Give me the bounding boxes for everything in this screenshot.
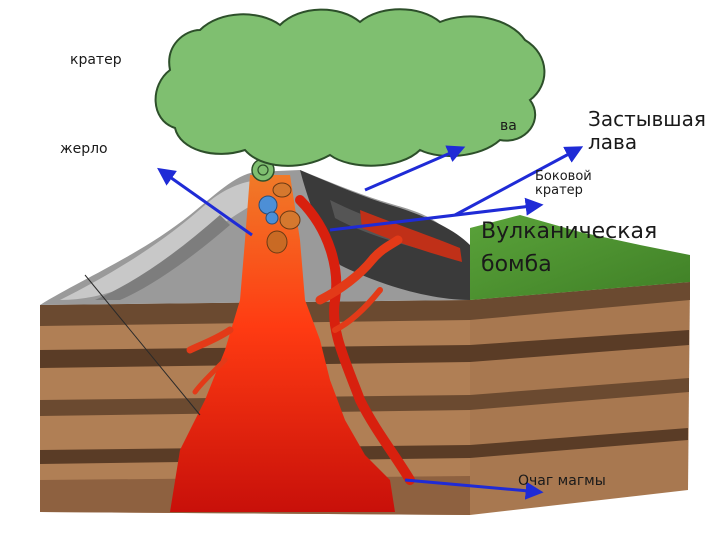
block-right-face	[470, 282, 690, 515]
label-magma-chamber: Очаг магмы	[518, 473, 606, 489]
section-leader-line	[84, 274, 201, 416]
label-volcanic-bomb-line1: Вулканическая	[481, 219, 658, 244]
label-solidified-lava-line2: лава	[588, 130, 638, 154]
label-partial-lava: ва	[500, 118, 517, 134]
label-side-crater-line1: Боковой	[535, 169, 592, 184]
grass-surface	[470, 215, 690, 300]
eruption-cloud	[154, 8, 546, 167]
label-arrows	[157, 145, 584, 500]
arrow-vent	[157, 167, 253, 237]
label-volcanic-bomb-line2: бомба	[481, 252, 552, 277]
label-side-crater-line2: кратер	[535, 183, 583, 199]
label-solidified-lava-line1: Застывшая	[588, 107, 706, 131]
arrow-partial-lava	[364, 145, 466, 192]
arrow-solidified-lava	[454, 146, 584, 217]
label-crater: кратер	[70, 52, 122, 68]
label-solidified-lava: Застывшая лава	[588, 108, 706, 154]
label-vent: жерло	[60, 141, 108, 157]
magma-conduit	[170, 175, 415, 512]
arrow-magma-chamber	[404, 478, 544, 500]
label-side-crater: Боковой кратер	[535, 169, 592, 199]
arrow-side-crater	[329, 197, 544, 232]
label-volcanic-bomb: Вулканическая бомба	[481, 215, 657, 281]
